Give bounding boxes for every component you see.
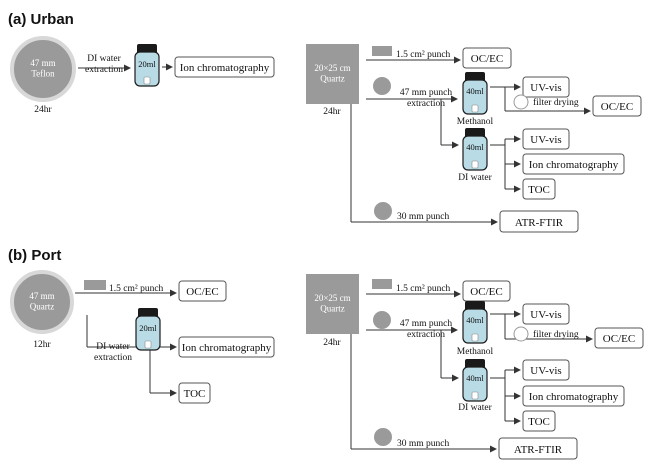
punch-circle-icon xyxy=(373,77,391,95)
quartz-sampling-time: 24hr xyxy=(323,338,341,348)
uv-vis-box xyxy=(522,303,570,325)
ion-chromatography-label: Ion chromatography xyxy=(182,342,272,354)
dried-filter-icon xyxy=(513,326,529,342)
ion-chromatography-label: Ion chromatography xyxy=(180,62,270,74)
toc-label: TOC xyxy=(528,184,550,196)
di-water-label: DI water xyxy=(458,403,492,413)
atr-ftir-box xyxy=(499,210,579,233)
quartz-sampling-time: 24hr xyxy=(323,107,341,117)
atr-ftir-box xyxy=(498,437,578,460)
di-water-label: DI water xyxy=(458,173,492,183)
vial-di-volume: 40ml xyxy=(466,142,484,152)
punch-square-icon xyxy=(372,46,392,56)
oc-ec-box xyxy=(462,47,512,69)
oc-ec-box xyxy=(462,280,511,302)
filter-drying-label: filter drying xyxy=(533,97,579,108)
teflon-filter-icon xyxy=(10,36,76,102)
vial-20ml-icon xyxy=(134,44,160,87)
vial-di-water-icon xyxy=(462,128,488,171)
oc-ec-box xyxy=(178,280,227,302)
vial-volume-label: 20ml xyxy=(138,59,156,69)
uv-vis-label: UV-vis xyxy=(530,309,561,321)
punch-square-icon xyxy=(84,280,106,290)
punch-small-label: 1.5 cm² punch xyxy=(396,50,451,60)
uv-vis-box xyxy=(522,76,570,98)
uv-vis-box xyxy=(522,359,570,381)
quartz-filter-icon xyxy=(306,44,359,104)
punch-circle-icon xyxy=(374,428,392,446)
quartz-filter-icon xyxy=(306,274,359,334)
vial-volume-label: 20ml xyxy=(139,323,157,333)
ion-chromatography-label: Ion chromatography xyxy=(529,391,619,403)
toc-box xyxy=(522,410,556,432)
uv-vis-box xyxy=(522,128,570,150)
dried-filter-icon xyxy=(513,94,529,110)
punch-square-icon xyxy=(372,279,392,289)
oc-ec-label: OC/EC xyxy=(471,53,503,65)
vial-di-volume: 40ml xyxy=(466,373,484,383)
oc-ec-box xyxy=(594,327,644,349)
uv-vis-label: UV-vis xyxy=(530,82,561,94)
toc-box xyxy=(522,178,556,200)
ion-chromatography-box xyxy=(522,153,625,175)
ion-chromatography-box xyxy=(522,385,625,407)
oc-ec-label: OC/EC xyxy=(601,101,633,113)
vial-20ml-icon xyxy=(135,308,161,351)
ion-chromatography-box xyxy=(174,56,275,78)
punch-30-label: 30 mm punch xyxy=(397,439,449,449)
oc-ec-label: OC/EC xyxy=(470,286,502,298)
punch-small-label: 1.5 cm² punch xyxy=(396,284,451,294)
section-title-port: (b) Port xyxy=(8,247,61,264)
atr-ftir-label: ATR-FTIR xyxy=(515,217,564,229)
oc-ec-label: OC/EC xyxy=(603,333,635,345)
uv-vis-label: UV-vis xyxy=(530,134,561,146)
ion-chromatography-label: Ion chromatography xyxy=(529,159,619,171)
teflon-sampling-time: 24hr xyxy=(34,105,52,115)
punch-small-label: 1.5 cm² punch xyxy=(109,284,164,294)
vial-di-water-icon xyxy=(462,359,488,402)
filter-drying-label: filter drying xyxy=(533,329,579,340)
vial-methanol-icon xyxy=(462,72,488,115)
section-title-urban: (a) Urban xyxy=(8,11,74,28)
methanol-label: Methanol xyxy=(457,117,494,127)
vial-methanol-volume: 40ml xyxy=(466,315,484,325)
toc-box xyxy=(178,382,211,404)
quartz-small-time: 12hr xyxy=(33,340,51,350)
oc-ec-label: OC/EC xyxy=(186,286,218,298)
punch-30-label: 30 mm punch xyxy=(397,212,449,222)
methanol-label: Methanol xyxy=(457,347,494,357)
toc-label: TOC xyxy=(184,388,206,400)
vial-methanol-icon xyxy=(462,301,488,344)
punch-circle-icon xyxy=(373,311,391,329)
uv-vis-label: UV-vis xyxy=(530,365,561,377)
punch-circle-icon xyxy=(374,202,392,220)
vial-methanol-volume: 40ml xyxy=(466,86,484,96)
toc-label: TOC xyxy=(528,416,550,428)
quartz-small-filter-icon xyxy=(10,270,74,334)
atr-ftir-label: ATR-FTIR xyxy=(514,444,563,456)
ion-chromatography-box xyxy=(178,336,275,358)
oc-ec-box xyxy=(592,95,642,117)
